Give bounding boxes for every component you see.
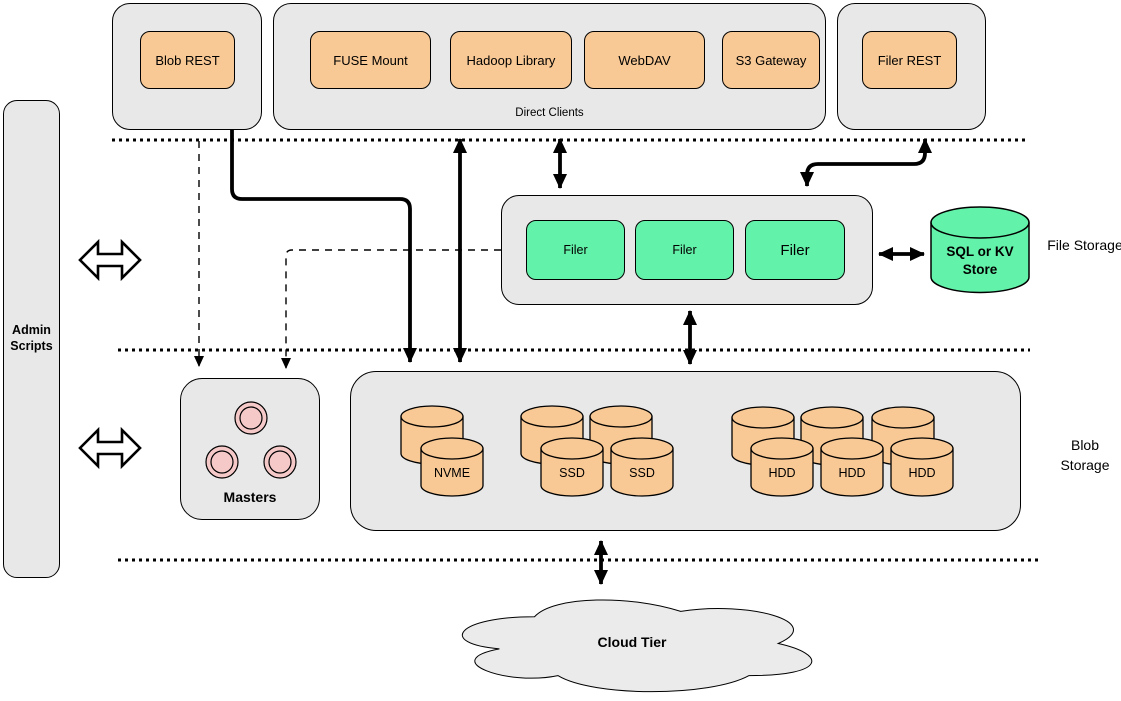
disk-label: SSD [629, 466, 655, 480]
master-nodes-icon [205, 401, 297, 479]
admin-filer-tier-double-arrow-icon [78, 238, 142, 282]
sql-kv-store-cylinder: SQL or KV Store [930, 206, 1030, 294]
disk-cylinder-ssd: SSD [610, 437, 674, 502]
filer-node-3: Filer [745, 220, 845, 280]
masters-group: Masters [180, 378, 320, 520]
admin-scripts-label: Admin Scripts [10, 323, 53, 353]
client-box-webdav: WebDAV [584, 31, 705, 89]
filer-node-2: Filer [635, 220, 734, 280]
file-storage-tier-label: File Storage [1047, 237, 1121, 253]
arrow-filer-to-masters [281, 249, 501, 369]
arrow-blobrest-to-blobstorage [230, 130, 417, 363]
client-box-fuse-mount: FUSE Mount [310, 31, 431, 89]
disk-cylinder-hdd: HDD [750, 437, 814, 502]
cloud-tier-label: Cloud Tier [597, 634, 667, 650]
blob-storage-tier-label: Blob Storage [1060, 437, 1110, 473]
admin-blob-tier-double-arrow-icon [78, 426, 142, 470]
direct-clients-caption: Direct Clients [515, 107, 584, 119]
filer-node-1: Filer [526, 220, 625, 280]
disk-label: HDD [838, 466, 866, 480]
sql-kv-store-label: SQL or KV Store [946, 244, 1014, 277]
client-box-hadoop-library: Hadoop Library [450, 31, 572, 89]
client-box-blob-rest: Blob REST [140, 31, 235, 89]
disk-label: HDD [908, 466, 936, 480]
disk-cylinder-hdd: HDD [890, 437, 954, 502]
masters-label: Masters [223, 489, 277, 505]
admin-scripts-panel: Admin Scripts [3, 100, 60, 578]
disk-label: SSD [559, 466, 585, 480]
disk-cylinder-hdd: HDD [820, 437, 884, 502]
client-box-s3-gateway: S3 Gateway [722, 31, 820, 89]
disk-cylinder-ssd: SSD [540, 437, 604, 502]
disk-label: HDD [768, 466, 796, 480]
disk-cylinder-nvme: NVME [420, 437, 484, 502]
cloud-tier-shape: Cloud Tier [437, 590, 827, 697]
client-box-filer-rest: Filer REST [862, 31, 957, 89]
disk-label: NVME [433, 466, 471, 480]
arrow-filerrest-filer [800, 138, 932, 187]
